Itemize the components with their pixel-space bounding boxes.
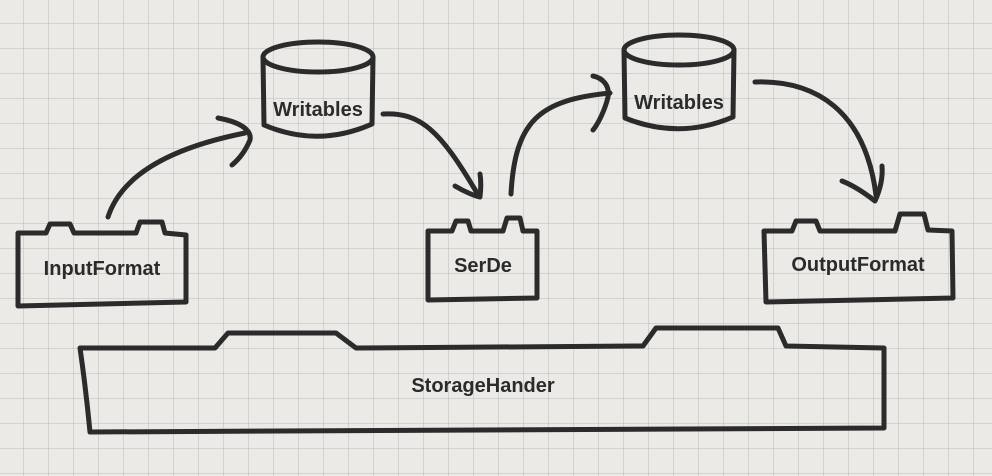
arrow-serde-to-writables bbox=[508, 73, 613, 197]
arrow-input-to-writables bbox=[105, 115, 253, 220]
serde-node: SerDe bbox=[425, 215, 540, 303]
serde-label: SerDe bbox=[454, 255, 512, 277]
writables-right-node: Writables bbox=[621, 32, 737, 132]
writables-right-label: Writables bbox=[634, 92, 724, 114]
input-format-label: InputFormat bbox=[44, 258, 161, 280]
output-format-label: OutputFormat bbox=[791, 254, 925, 276]
arrow-writables-to-serde bbox=[380, 111, 484, 200]
storage-handler-label: StorageHander bbox=[411, 375, 555, 397]
output-format-node: OutputFormat bbox=[761, 211, 956, 305]
writables-left-label: Writables bbox=[273, 99, 363, 121]
storage-handler-node: StorageHander bbox=[77, 325, 887, 435]
writables-left-node: Writables bbox=[260, 39, 376, 139]
input-format-node: InputFormat bbox=[15, 219, 189, 309]
arrow-writables-to-output bbox=[752, 79, 885, 204]
